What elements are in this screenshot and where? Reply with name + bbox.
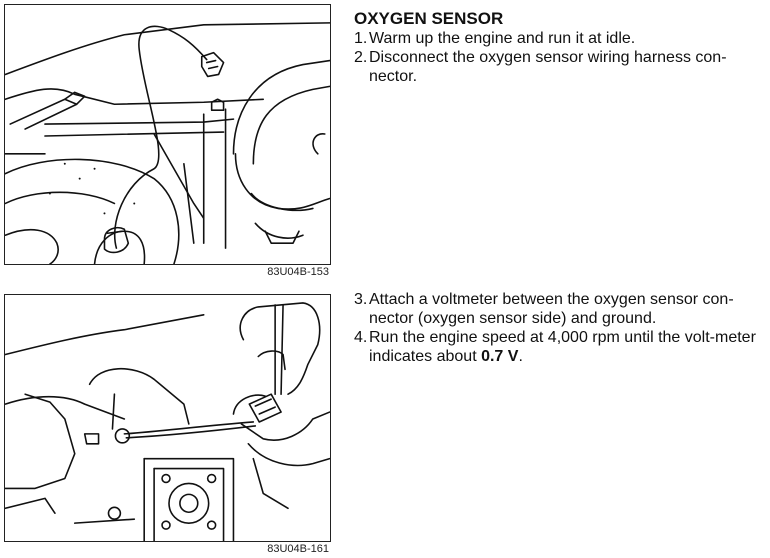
step-number: 4.	[354, 329, 368, 346]
steps-list-1: 1. Warm up the engine and run it at idle…	[354, 29, 764, 86]
step-1: 1. Warm up the engine and run it at idle…	[354, 29, 764, 48]
figure-engine-sensor-harness	[4, 4, 331, 265]
step-text-before: Run the engine speed at 4,000 rpm until …	[369, 329, 756, 365]
instructions-part-2: 3. Attach a voltmeter between the oxygen…	[354, 290, 764, 366]
step-text: Run the engine speed at 4,000 rpm until …	[369, 328, 764, 366]
step-3: 3. Attach a voltmeter between the oxygen…	[354, 290, 764, 328]
step-number: 1.	[354, 30, 368, 47]
step-number: 3.	[354, 291, 368, 308]
step-text: Disconnect the oxygen sensor wiring harn…	[369, 49, 727, 85]
section-heading: OXYGEN SENSOR	[354, 9, 504, 28]
engine-illustration-2	[5, 302, 330, 541]
step-text: Warm up the engine and run it at idle.	[369, 30, 636, 47]
step-2: 2. Disconnect the oxygen sensor wiring h…	[354, 48, 764, 86]
steps-list-2: 3. Attach a voltmeter between the oxygen…	[354, 290, 764, 366]
instructions-part-1: OXYGEN SENSOR 1. Warm up the engine and …	[354, 9, 764, 86]
step-text: Attach a voltmeter between the oxygen se…	[369, 291, 734, 327]
figure-caption: 83U04B-153	[267, 266, 329, 278]
step-number: 2.	[354, 49, 368, 66]
step-4: 4. Run the engine speed at 4,000 rpm unt…	[354, 328, 764, 366]
voltage-value: 0.7 V	[481, 348, 519, 365]
engine-illustration-1	[5, 22, 330, 264]
figure-caption: 83U04B-161	[267, 543, 329, 555]
step-text-after: .	[518, 348, 523, 365]
figure-voltmeter-connection	[4, 294, 331, 542]
